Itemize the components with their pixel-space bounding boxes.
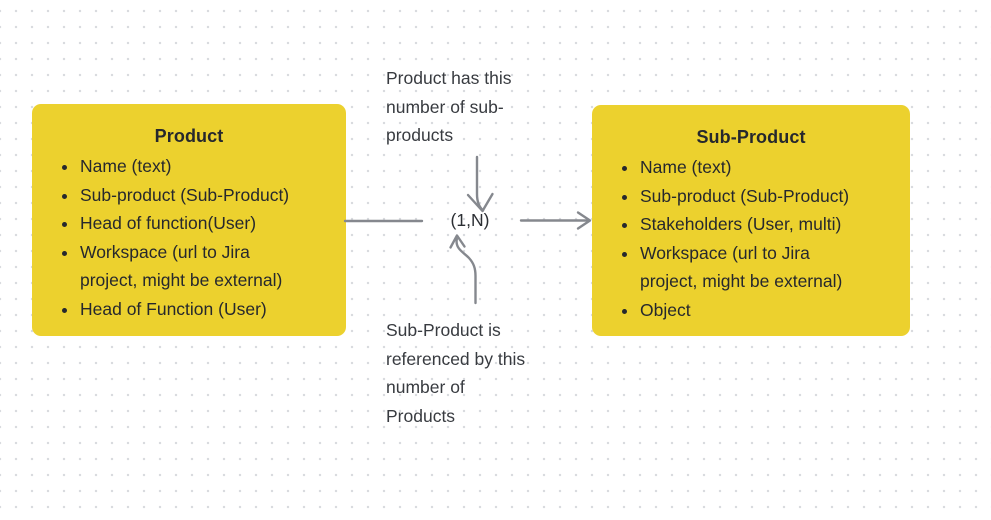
cardinality-label[interactable]: (1,N) [450,210,490,230]
entity-attribute-list-subproduct: Name (text)Sub-product (Sub-Product)Stak… [606,153,896,324]
entity-title-product: Product [154,126,224,146]
attribute-item: Object [639,296,896,325]
annotation-bottom-text[interactable]: Sub-Product is referenced by this number… [386,320,526,426]
attribute-item: Name (text) [79,152,332,181]
attribute-item: Stakeholders (User, multi) [639,210,896,239]
entity-title-subproduct: Sub-Product [696,127,806,147]
arrowhead-up-icon [449,234,466,249]
attribute-item: Sub-product (Sub-Product) [79,181,332,210]
attribute-item: Workspace (url to Jira project, might be… [79,238,332,295]
connector-bottom-annotation-arrow[interactable] [449,234,477,305]
connector-top-annotation-arrow[interactable] [466,155,494,213]
arrowhead-right-icon [576,211,592,230]
annotation-top-text[interactable]: Product has this number of sub- products [386,68,512,145]
attribute-item: Sub-product (Sub-Product) [639,182,896,211]
entity-card-subproduct[interactable]: Sub-Product Name (text)Sub-product (Sub-… [592,105,910,336]
attribute-item: Head of Function (User) [79,295,332,324]
entity-attribute-list-product: Name (text)Sub-product (Sub-Product)Head… [46,152,332,323]
attribute-item: Name (text) [639,153,896,182]
entity-card-product[interactable]: Product Name (text)Sub-product (Sub-Prod… [32,104,346,336]
attribute-item: Workspace (url to Jira project, might be… [639,239,896,296]
attribute-item: Head of function(User) [79,209,332,238]
